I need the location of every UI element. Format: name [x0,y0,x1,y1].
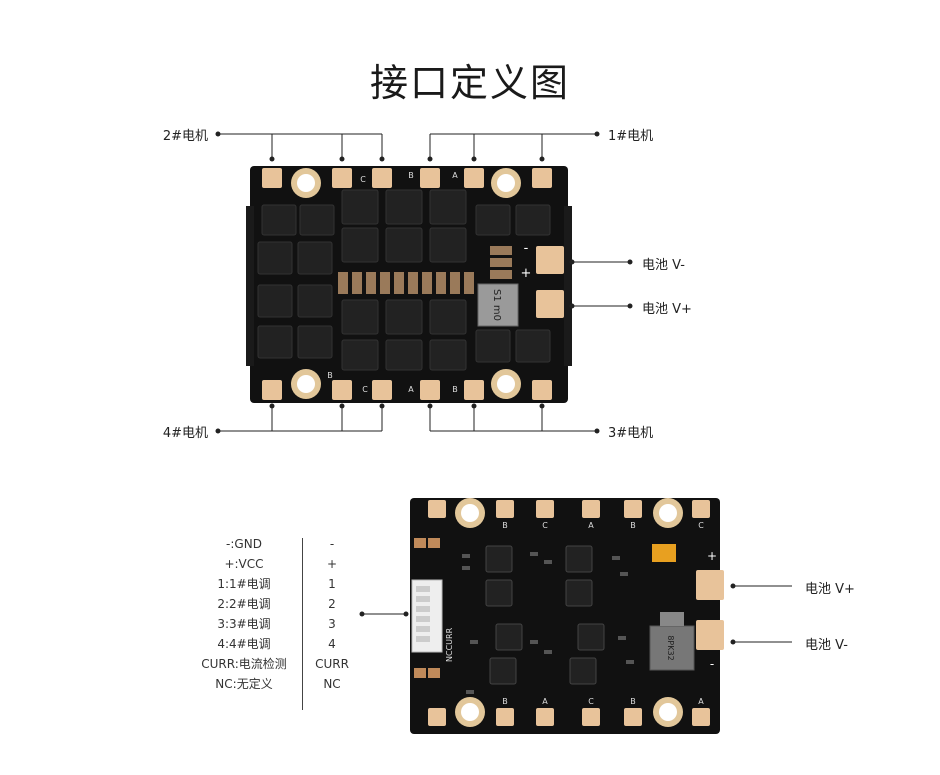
top-leader-dots [215,131,633,434]
bottom-pad-letter-3: A [408,385,414,394]
bottom-battery-pos-label: 电池 V+ [805,582,855,597]
pinout-right-row: 4 [328,637,336,651]
pinout-right-row: - [329,537,335,551]
bottom-motor-pads [428,500,710,726]
bottom-leader-lines [362,585,792,643]
bottom-board-pad-letter-4: B [630,521,636,530]
pinout-right-row: NC [323,677,341,691]
bottom-board-pad-letter-9: B [630,697,636,706]
pinout-divider [302,538,303,710]
bottom-small-parts [462,552,634,694]
motor4-label: 4#电机 [162,426,208,441]
tantalum-capacitor [652,544,676,562]
pinout-left-row: 3:3#电调 [217,617,271,631]
bottom-board-pad-letter-2: C [542,521,548,530]
bottom-esc-board: B C A B C B A C B A [359,498,792,734]
top-battery-pos-pad [536,290,564,318]
top-battery-neg-label: 电池 V- [642,258,685,273]
bottom-battery-neg-pad [696,620,724,650]
bottom-pad-letter-2: C [362,385,368,394]
top-battery-pos-label: 电池 V+ [642,302,692,317]
pinout-left-column: -:GND +:VCC 1:1#电调 2:2#电调 3:3#电调 4:4#电调 … [190,534,298,694]
bottom-minus-sign: - [710,657,714,671]
pinout-right-row: 3 [328,617,336,631]
pinout-left-row: -:GND [226,537,262,551]
page-title: 接口定义图 [369,61,570,105]
top-mounting-holes [291,168,521,399]
pinout-left-row: CURR:电流检测 [201,657,287,671]
pinout-left-row: 1:1#电调 [217,577,271,591]
pinout-left-row: +:VCC [224,557,264,571]
bottom-board-pad-letter-7: A [542,697,548,706]
pinout-left-row: NC:无定义 [215,677,273,691]
pinout-right-row: 2 [328,597,336,611]
voltage-regulator [649,625,695,671]
connector-label: NCCURR [445,627,454,662]
regulator-text: 8PK32 [666,635,675,660]
bottom-board-pad-letter-8: C [588,697,594,706]
bottom-board-pad-letter-1: B [502,521,508,530]
top-esc-board: S1 m0 C B A [215,131,633,434]
pinout-left-row: 2:2#电调 [217,597,271,611]
top-battery-neg-pad [536,246,564,274]
bottom-board-pad-letter-3: A [588,521,594,530]
pinout-right-column: - + 1 2 3 4 CURR NC [306,534,358,694]
pinout-right-row: 1 [328,577,336,591]
top-minus-sign: - [524,241,529,256]
bottom-battery-neg-label: 电池 V- [805,638,848,653]
top-pad-letter-3: A [452,171,458,180]
bottom-pad-letter-1: B [327,371,333,380]
bottom-driver-chips [485,545,605,685]
bottom-mounting-holes [455,498,683,727]
top-mosfet-grid [257,189,551,371]
top-leader-lines [218,133,630,432]
top-inductor [477,283,519,327]
top-plus-sign: + [521,266,532,281]
motor1-label: 1#电机 [608,129,654,144]
motor3-label: 3#电机 [608,426,654,441]
bottom-pad-letter-4: B [452,385,458,394]
pinout-right-row: + [326,557,338,571]
bottom-battery-pos-pad [696,570,724,600]
top-motor-pads-upper [262,168,552,188]
bottom-plus-sign: + [707,549,717,563]
bottom-board-pad-letter-5: C [698,521,704,530]
top-motor-pads-lower [262,380,552,400]
pinout-right-row: CURR [315,657,349,671]
pinout-left-row: 4:4#电调 [217,637,271,651]
motor2-label: 2#电机 [162,129,208,144]
top-capacitor-row [338,246,512,294]
top-pad-letter-1: C [360,175,366,184]
bottom-board-pad-letter-6: B [502,697,508,706]
top-inductor-text: S1 m0 [491,289,502,321]
top-pad-letter-2: B [408,171,414,180]
bottom-board-pad-letter-10: A [698,697,704,706]
